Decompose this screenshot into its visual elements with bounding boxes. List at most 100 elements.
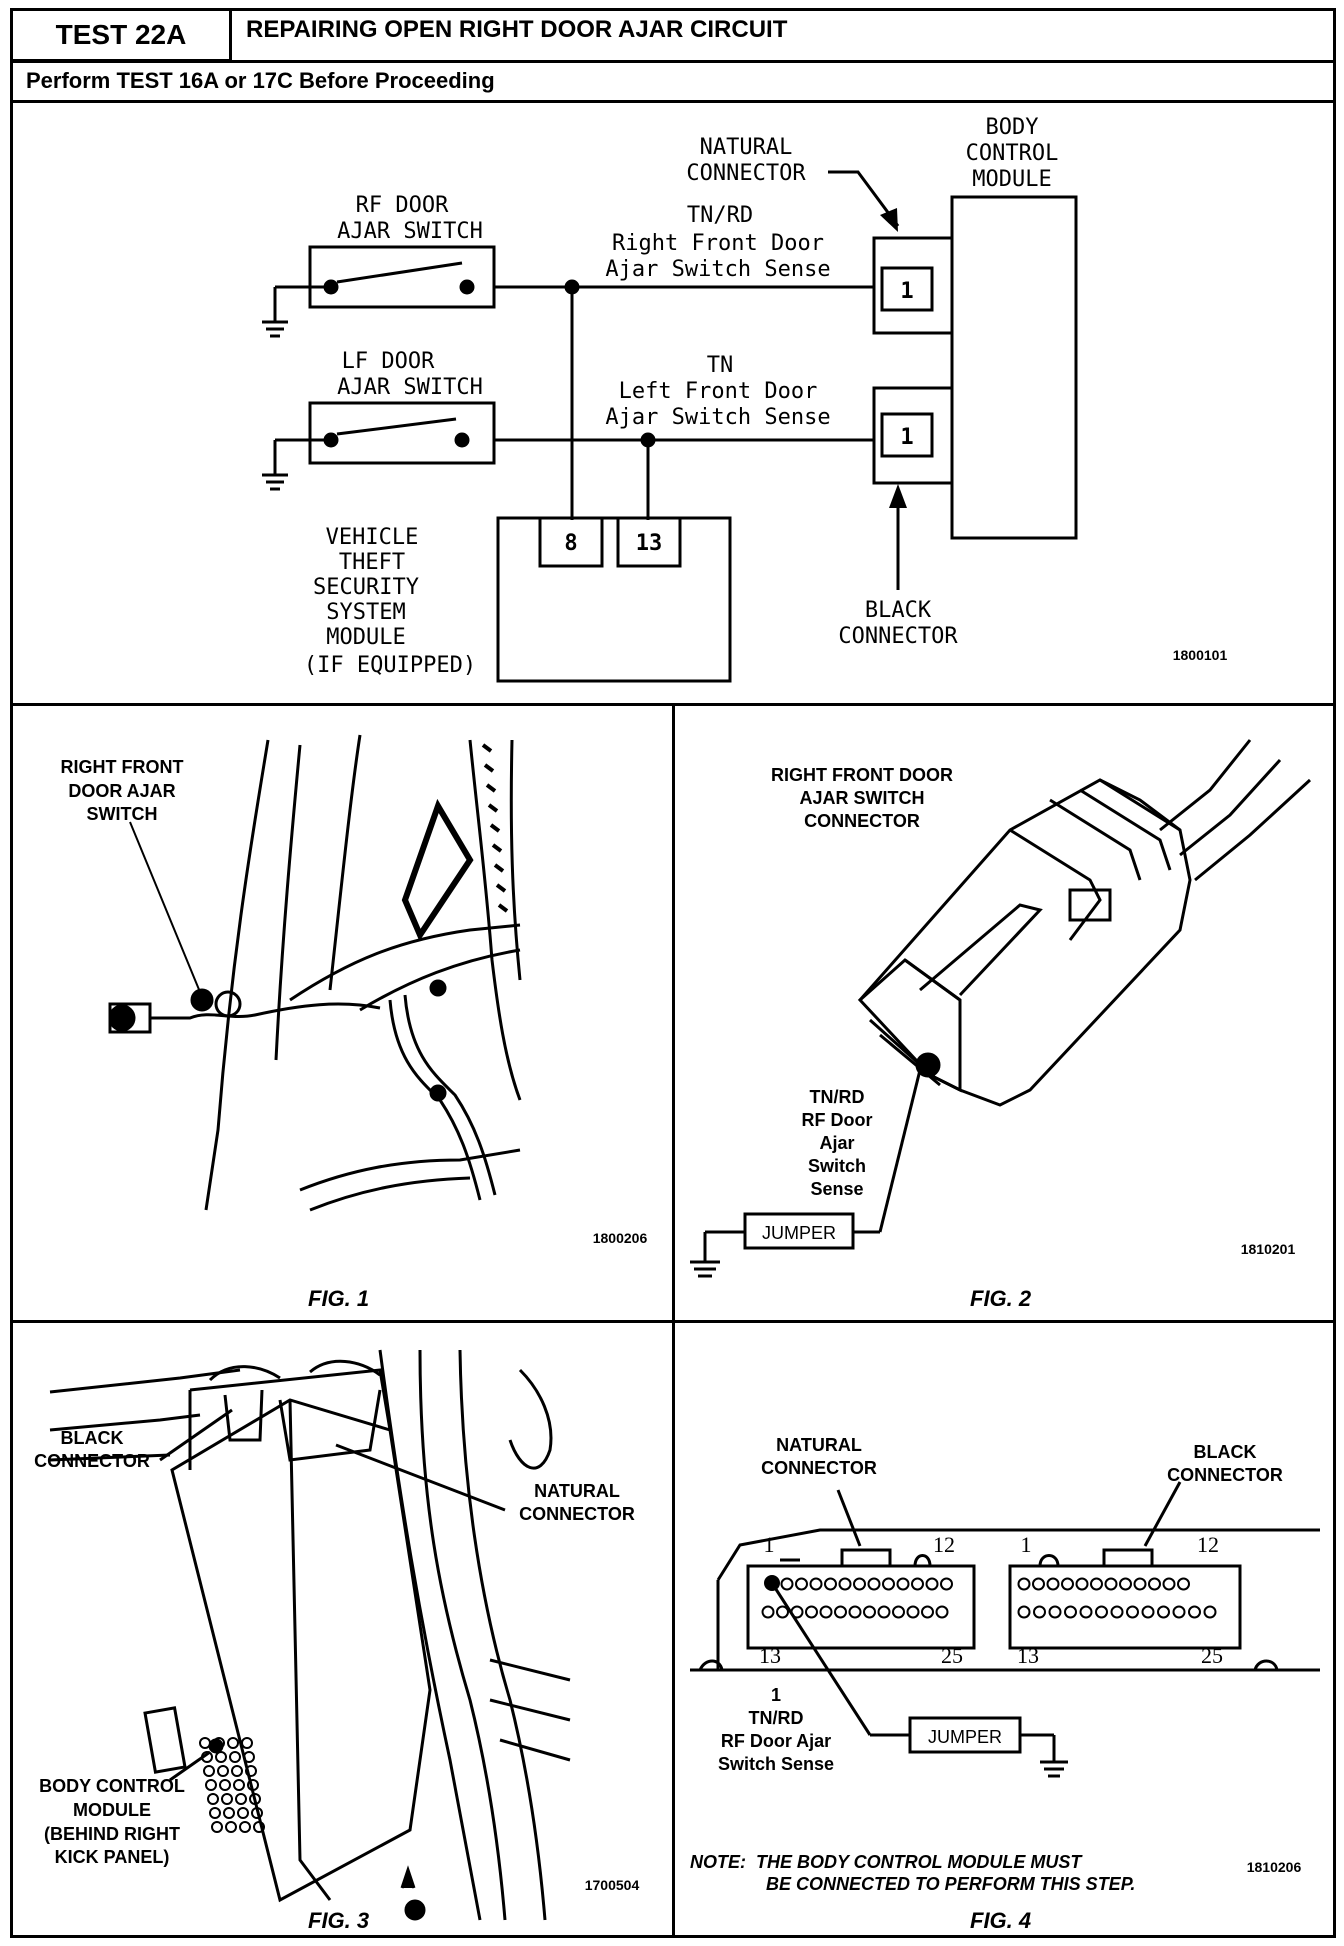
pin-hole xyxy=(1188,1605,1201,1619)
fig3-ref: 1700504 xyxy=(585,1877,640,1893)
pin-hole xyxy=(1104,1577,1118,1591)
splice-dot-tn-rd xyxy=(564,279,580,295)
natural-arrowhead xyxy=(880,208,898,232)
fig2-caption: FIG. 2 xyxy=(970,1286,1032,1311)
vent-hole xyxy=(251,1807,263,1819)
pin-hole xyxy=(1079,1605,1093,1619)
vtss-pin13-box xyxy=(616,516,682,568)
fig3-natural-1: NATURAL xyxy=(534,1481,620,1501)
fig2-title-3: CONNECTOR xyxy=(804,811,920,831)
vent-hole xyxy=(207,1793,219,1805)
pin-hole xyxy=(1172,1605,1186,1619)
wire2-desc-2: Ajar Switch Sense xyxy=(605,405,830,430)
fig4-illustration xyxy=(690,1481,1320,1778)
pin-hole xyxy=(1162,1577,1176,1591)
fig3-caption: FIG. 3 xyxy=(308,1908,370,1933)
fig4-caption: FIG. 4 xyxy=(970,1908,1032,1933)
fig4-pin-holes xyxy=(761,1577,1217,1619)
fig4-note-line2: BE CONNECTED TO PERFORM THIS STEP. xyxy=(766,1874,1136,1894)
vent-hole xyxy=(233,1779,245,1791)
pin-hole xyxy=(1090,1577,1103,1591)
pin-hole xyxy=(1033,1605,1046,1619)
pin-hole xyxy=(853,1577,866,1591)
vent-hole xyxy=(247,1779,259,1791)
rf-switch-label-1: RF DOOR xyxy=(356,193,449,218)
pin-hole xyxy=(940,1577,953,1591)
header-divider xyxy=(10,60,1336,63)
bcm-label-1: BODY xyxy=(986,115,1039,140)
pin-hole xyxy=(780,1577,794,1591)
fig3-natural-2: CONNECTOR xyxy=(519,1504,635,1524)
vent-hole xyxy=(227,1737,239,1749)
fig2-wire-4: Switch xyxy=(808,1156,866,1176)
pin-hole xyxy=(761,1605,775,1619)
pin-hole xyxy=(805,1605,818,1619)
lf-switch-label-2: AJAR SWITCH xyxy=(337,375,483,400)
vtss-label-3: SECURITY xyxy=(313,575,419,600)
vent-hole xyxy=(223,1807,235,1819)
pin-hole xyxy=(1110,1605,1124,1619)
pin-hole xyxy=(776,1605,789,1619)
vent-hole xyxy=(219,1779,231,1791)
vent-hole xyxy=(253,1821,265,1833)
vent-hole xyxy=(217,1765,229,1777)
fig4-wire-4: Switch Sense xyxy=(718,1754,834,1774)
splice-dot-tn xyxy=(640,432,656,448)
fig2-title-1: RIGHT FRONT DOOR xyxy=(771,765,953,785)
fig1-caption: FIG. 1 xyxy=(308,1286,370,1311)
fig3-bcm-4: KICK PANEL) xyxy=(55,1847,170,1867)
fig4-pin1a: 1 xyxy=(764,1532,775,1557)
fig4-pin12b: 12 xyxy=(1197,1532,1219,1557)
pin-bottom-label: 1 xyxy=(900,425,913,450)
pin-hole xyxy=(834,1605,847,1619)
vtss-label-6: (IF EQUIPPED) xyxy=(304,653,476,678)
pin-hole xyxy=(1203,1605,1217,1619)
pin-hole xyxy=(1064,1605,1077,1619)
test-title: REPAIRING OPEN RIGHT DOOR AJAR CIRCUIT xyxy=(246,16,788,43)
pin-hole xyxy=(790,1605,804,1619)
schematic-ref: 1800101 xyxy=(1173,647,1228,663)
pin-hole xyxy=(882,1577,895,1591)
vtss-label-4: SYSTEM xyxy=(326,600,405,625)
vtss-label-1: VEHICLE xyxy=(326,525,419,550)
pin-hole xyxy=(1095,1605,1108,1619)
pin-hole xyxy=(819,1605,833,1619)
pin-hole xyxy=(925,1577,939,1591)
pin-hole xyxy=(877,1605,891,1619)
ground-symbol-lf xyxy=(262,473,288,491)
fig3-bcm-3: (BEHIND RIGHT xyxy=(44,1824,180,1844)
wire1-color: TN/RD xyxy=(687,203,753,228)
vent-hole xyxy=(211,1821,223,1833)
fig1-switch-label-3: SWITCH xyxy=(87,804,158,824)
wire2-color: TN xyxy=(707,353,734,378)
figure-col-divider xyxy=(672,703,675,1938)
ground-symbol-rf xyxy=(262,320,288,338)
pin-hole xyxy=(1126,1605,1139,1619)
vtss-module xyxy=(496,516,732,683)
fig3-bcm-2: MODULE xyxy=(73,1800,151,1820)
fig1-labels: RIGHT FRONT DOOR AJAR SWITCH 1800206 xyxy=(61,757,648,1246)
vent-hole xyxy=(215,1751,227,1763)
fig4-wire-1: 1 xyxy=(771,1685,781,1705)
schematic xyxy=(262,170,1078,683)
vent-hole xyxy=(205,1779,217,1791)
pin-hole xyxy=(824,1577,837,1591)
vent-hole xyxy=(221,1793,233,1805)
vent-hole xyxy=(237,1807,249,1819)
bcm-label-3: MODULE xyxy=(972,167,1051,192)
fig3-black-2: CONNECTOR xyxy=(34,1451,150,1471)
black-label-2: CONNECTOR xyxy=(838,624,958,649)
vent-hole xyxy=(201,1751,213,1763)
vent-hole xyxy=(241,1737,253,1749)
natural-label-1: NATURAL xyxy=(700,135,793,160)
fig4-natural-2: CONNECTOR xyxy=(761,1458,877,1478)
fig2-wire-3: Ajar xyxy=(819,1133,854,1153)
pin-hole xyxy=(906,1605,920,1619)
fig4-pin1-marker xyxy=(764,1575,780,1591)
vent-hole xyxy=(209,1807,221,1819)
fig4-natural-1: NATURAL xyxy=(776,1435,862,1455)
vent-hole xyxy=(243,1751,255,1763)
schematic-labels: RF DOOR AJAR SWITCH LF DOOR AJAR SWITCH … xyxy=(304,115,1058,678)
fig2-ref: 1810201 xyxy=(1241,1241,1296,1257)
fig3-vent-holes xyxy=(199,1737,265,1833)
